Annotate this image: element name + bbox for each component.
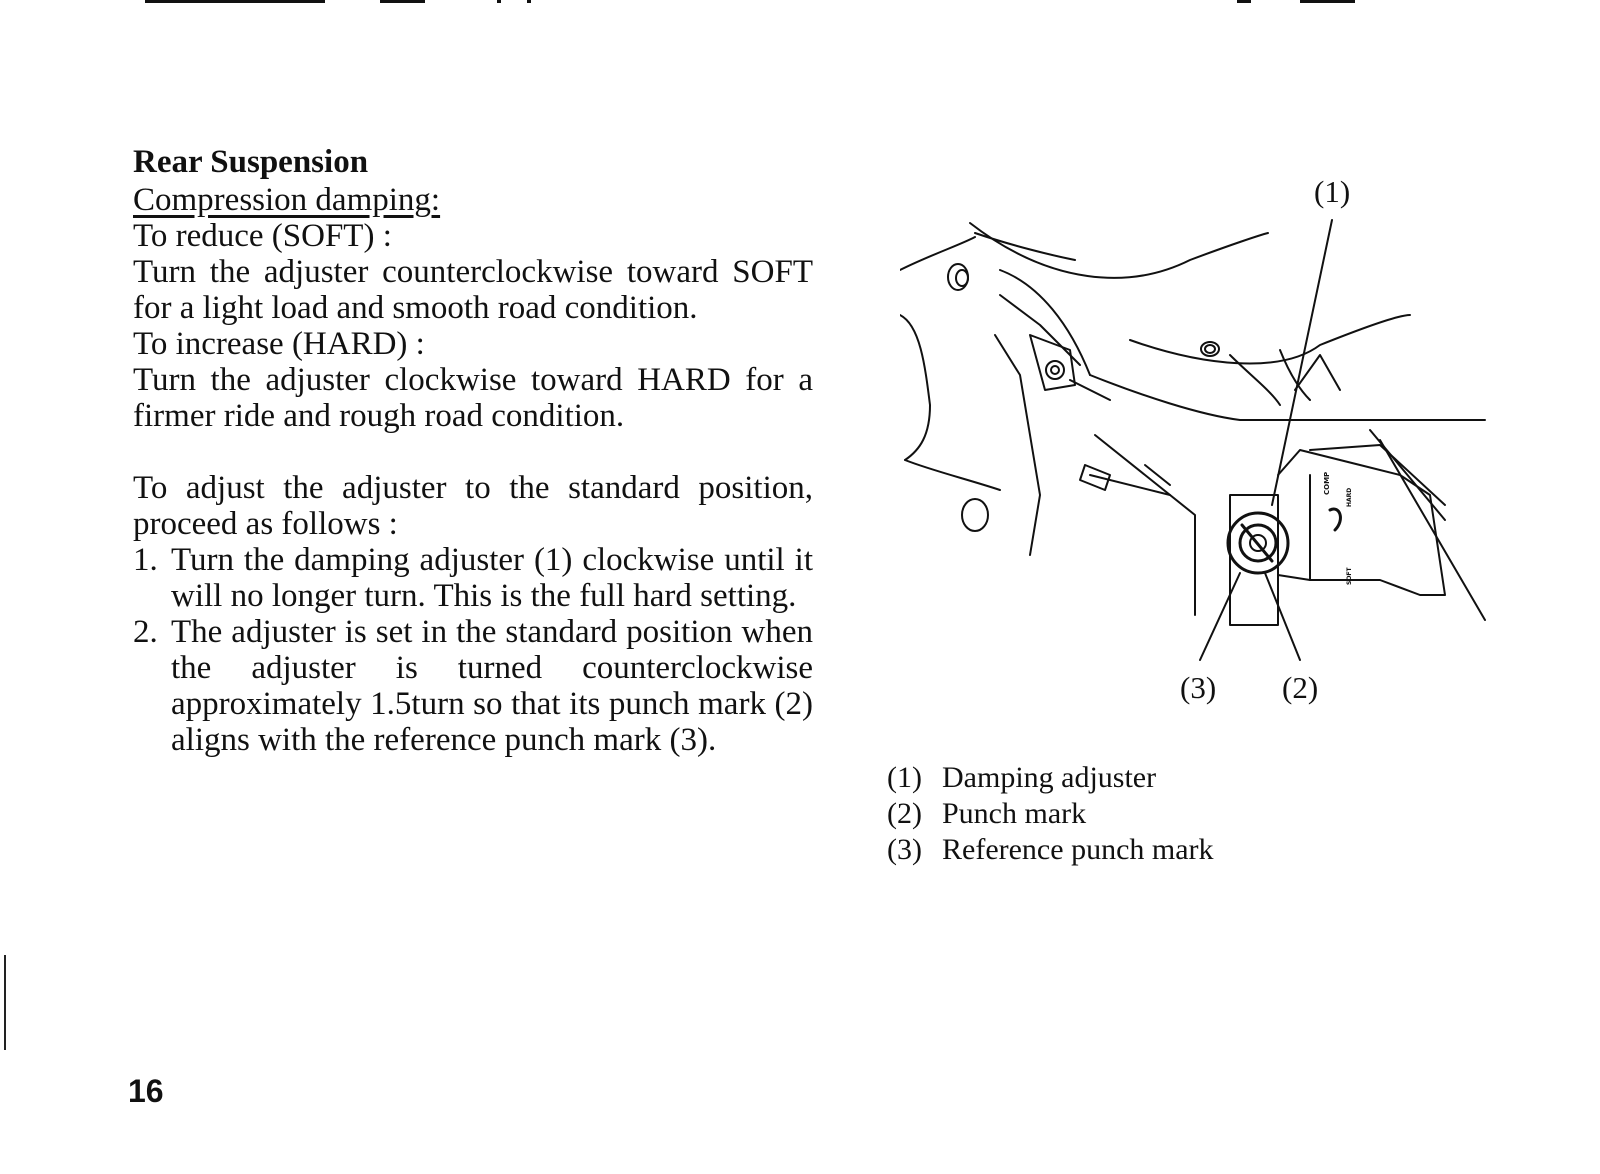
callout-3: (3) [1180, 670, 1217, 705]
callout-2: (2) [1282, 670, 1319, 705]
legend-number: (3) [887, 833, 922, 866]
section-title: Rear Suspension [133, 144, 369, 180]
list-item: 2. The adjuster is set in the standard p… [133, 614, 813, 758]
legend-item: (3) Reference punch mark [887, 832, 1214, 868]
instruction-text: Rear Suspension Compression damping: To … [133, 142, 813, 758]
step-number: 2. [133, 614, 158, 650]
legend-item: (1) Damping adjuster [887, 760, 1214, 796]
section-subtitle: Compression damping: [133, 182, 441, 218]
reduce-text: Turn the adjuster counterclockwise towar… [133, 254, 813, 326]
top-crop-marks [0, 0, 1600, 6]
legend-number: (1) [887, 761, 922, 794]
step-text: Turn the damping adjuster (1) clockwise … [171, 542, 813, 614]
soft-label: SOFT [1346, 567, 1353, 585]
increase-text: Turn the adjuster clockwise toward HARD … [133, 362, 813, 434]
legend-label: Reference punch mark [942, 833, 1214, 866]
suspension-line-drawing [899, 219, 1486, 661]
increase-label: To increase (HARD) : [133, 326, 425, 362]
figure-legend: (1) Damping adjuster (2) Punch mark (3) … [887, 760, 1214, 868]
legend-label: Damping adjuster [942, 761, 1157, 794]
step-text: The adjuster is set in the standard posi… [171, 614, 813, 758]
steps-list: 1. Turn the damping adjuster (1) clockwi… [133, 542, 813, 758]
hard-label: HARD [1346, 487, 1353, 507]
reduce-label: To reduce (SOFT) : [133, 218, 392, 254]
legend-label: Punch mark [942, 797, 1087, 830]
margin-rule [4, 955, 6, 1050]
standard-intro: To adjust the adjuster to the standard p… [133, 470, 813, 542]
page-number: 16 [128, 1073, 164, 1109]
list-item: 1. Turn the damping adjuster (1) clockwi… [133, 542, 813, 614]
damping-adjuster-illustration: (1) (3) (2) COMP HARD SOFT [899, 174, 1560, 735]
callout-1: (1) [1314, 174, 1351, 209]
step-number: 1. [133, 542, 158, 578]
legend-number: (2) [887, 797, 922, 830]
legend-item: (2) Punch mark [887, 796, 1214, 832]
comp-label: COMP [1323, 471, 1331, 495]
